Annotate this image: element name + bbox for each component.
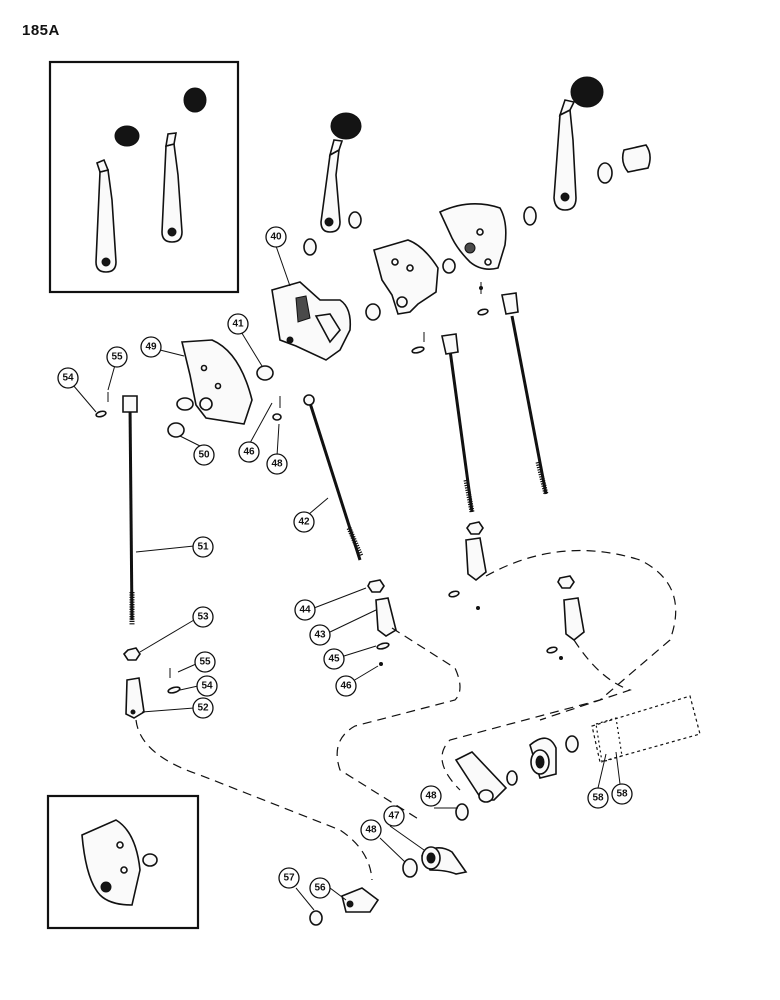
svg-text:48: 48 bbox=[425, 791, 437, 802]
svg-text:52: 52 bbox=[197, 703, 209, 714]
lever-center bbox=[303, 112, 362, 256]
clevis-52 bbox=[122, 647, 181, 719]
callout-46: 46 bbox=[238, 441, 260, 463]
rod-42 bbox=[303, 394, 364, 561]
svg-text:46: 46 bbox=[340, 681, 352, 692]
part-49-plate bbox=[176, 339, 253, 425]
quadrant-plate-right bbox=[438, 203, 507, 294]
inset-levers bbox=[48, 60, 240, 294]
callout-48: 48 bbox=[266, 453, 288, 475]
callout-44: 44 bbox=[294, 599, 316, 621]
rod-right bbox=[501, 292, 549, 495]
svg-text:53: 53 bbox=[197, 612, 209, 623]
callout-40: 40 bbox=[265, 226, 287, 248]
bushing-41 bbox=[256, 365, 274, 381]
rod-center-right bbox=[441, 333, 475, 513]
callout-46: 46 bbox=[335, 675, 357, 697]
clevis-center-right bbox=[448, 521, 487, 610]
bottom-assembly bbox=[309, 695, 701, 926]
callout-52: 52 bbox=[192, 697, 214, 719]
bushing-50 bbox=[167, 422, 185, 438]
callout-56: 56 bbox=[309, 877, 331, 899]
callout-48: 48 bbox=[420, 785, 442, 807]
callout-47: 47 bbox=[383, 805, 405, 827]
svg-text:58: 58 bbox=[616, 789, 628, 800]
small-pins bbox=[95, 308, 489, 418]
dashed-linkage-paths bbox=[135, 549, 677, 881]
callout-54: 54 bbox=[57, 367, 79, 389]
callout-58: 58 bbox=[587, 787, 609, 809]
svg-text:54: 54 bbox=[201, 681, 213, 692]
callout-49: 49 bbox=[140, 336, 162, 358]
callout-54: 54 bbox=[196, 675, 218, 697]
svg-text:47: 47 bbox=[388, 811, 400, 822]
rod-51 bbox=[122, 395, 138, 625]
svg-text:58: 58 bbox=[592, 793, 604, 804]
clevis-right bbox=[546, 575, 585, 660]
svg-text:43: 43 bbox=[314, 630, 326, 641]
svg-text:54: 54 bbox=[62, 373, 74, 384]
callout-55: 55 bbox=[106, 346, 128, 368]
callout-55: 55 bbox=[194, 651, 216, 673]
page-number: 185A bbox=[22, 22, 60, 39]
svg-text:49: 49 bbox=[145, 342, 157, 353]
callout-48: 48 bbox=[360, 819, 382, 841]
svg-text:46: 46 bbox=[243, 447, 255, 458]
callout-42: 42 bbox=[293, 511, 315, 533]
svg-text:56: 56 bbox=[314, 883, 326, 894]
svg-text:57: 57 bbox=[283, 873, 295, 884]
svg-text:55: 55 bbox=[111, 352, 123, 363]
clevis-43 bbox=[367, 579, 397, 666]
svg-text:41: 41 bbox=[232, 319, 244, 330]
svg-text:45: 45 bbox=[328, 654, 340, 665]
bracket-middle bbox=[365, 239, 439, 321]
callout-45: 45 bbox=[323, 648, 345, 670]
callout-41: 41 bbox=[227, 313, 249, 335]
svg-text:40: 40 bbox=[270, 232, 282, 243]
callout-58: 58 bbox=[611, 783, 633, 805]
svg-text:48: 48 bbox=[271, 459, 283, 470]
svg-text:55: 55 bbox=[199, 657, 211, 668]
svg-text:48: 48 bbox=[365, 825, 377, 836]
pin-48-upper bbox=[272, 413, 282, 421]
callout-51: 51 bbox=[192, 536, 214, 558]
callout-53: 53 bbox=[192, 606, 214, 628]
callout-57: 57 bbox=[278, 867, 300, 889]
callout-43: 43 bbox=[309, 624, 331, 646]
callout-50: 50 bbox=[193, 444, 215, 466]
svg-text:42: 42 bbox=[298, 517, 310, 528]
part-40-block bbox=[271, 281, 352, 361]
callout-leaders bbox=[72, 245, 621, 911]
callouts: 40 41 49 55 54 50 46 48 42 51 53 55 54 5… bbox=[57, 226, 633, 899]
inset-plate bbox=[46, 794, 200, 930]
svg-text:50: 50 bbox=[198, 450, 210, 461]
svg-text:44: 44 bbox=[299, 605, 311, 616]
svg-text:51: 51 bbox=[197, 542, 209, 553]
lever-right bbox=[523, 76, 651, 226]
